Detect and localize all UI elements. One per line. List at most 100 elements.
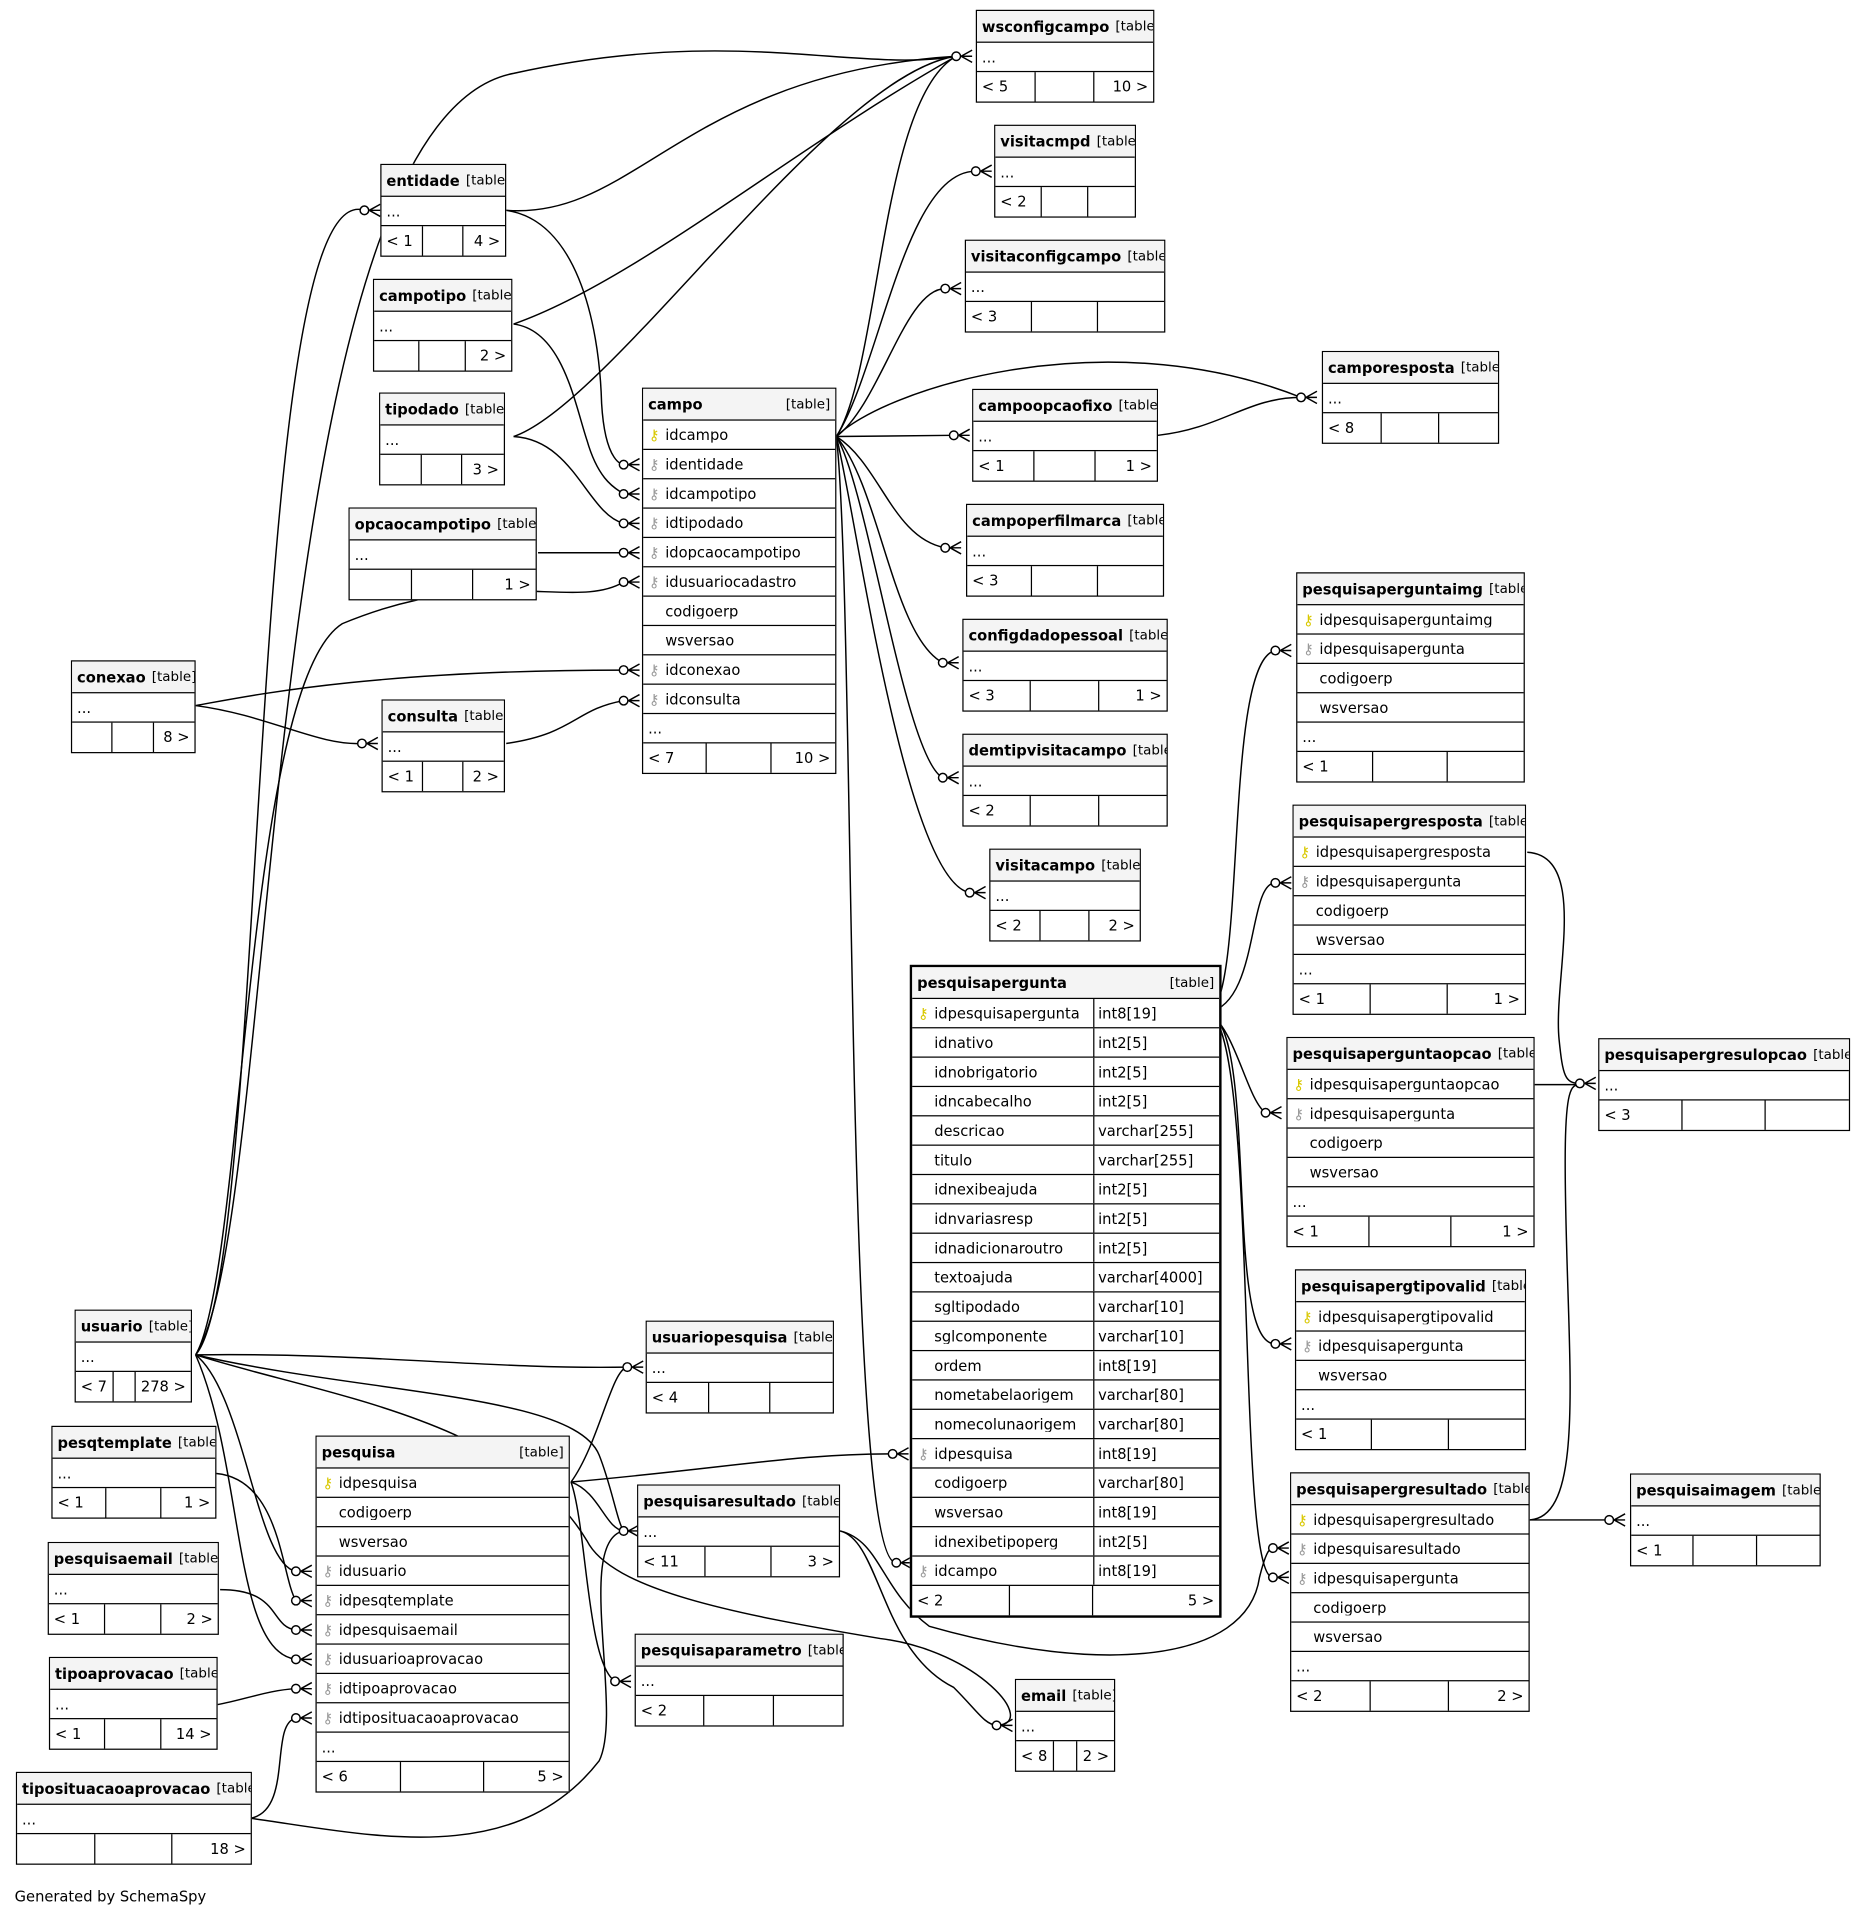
children-count[interactable] bbox=[1766, 1101, 1849, 1130]
table-pesquisaemail[interactable]: pesquisaemail[table]...< 12 > bbox=[47, 1541, 219, 1635]
parents-count[interactable]: < 6 bbox=[317, 1762, 401, 1792]
children-count[interactable]: 1 > bbox=[1135, 687, 1162, 705]
column-row[interactable]: wsversao bbox=[1297, 693, 1524, 723]
parents-count[interactable]: < 2 bbox=[964, 796, 1032, 826]
table-pesquisapergunta[interactable]: pesquisapergunta[table]⚷idpesquisapergun… bbox=[909, 964, 1222, 1618]
table-header[interactable]: usuario[table] bbox=[75, 1310, 191, 1343]
table-header[interactable]: email[table] bbox=[1016, 1680, 1114, 1712]
parents-count[interactable] bbox=[380, 454, 422, 485]
table-name[interactable]: campo bbox=[648, 395, 703, 413]
parents-count[interactable]: < 1 bbox=[53, 1488, 107, 1518]
column-row[interactable]: wsversao bbox=[643, 626, 836, 656]
parents-count[interactable]: < 8 bbox=[1323, 413, 1382, 443]
table-header[interactable]: pesquisaresultado[table] bbox=[638, 1485, 839, 1518]
table-header[interactable]: campotipo[table] bbox=[374, 280, 512, 312]
children-count[interactable]: 8 > bbox=[163, 728, 190, 746]
table-header[interactable]: usuariopesquisa[table] bbox=[646, 1321, 833, 1354]
table-usuariopesquisa[interactable]: usuariopesquisa[table]...< 4 bbox=[645, 1320, 834, 1414]
table-name[interactable]: camporesposta bbox=[1327, 358, 1455, 377]
table-pesquisaperguntaimg[interactable]: pesquisaperguntaimg[table] ⚷idpesquisaper… bbox=[1296, 572, 1525, 783]
parents-count[interactable]: < 8 bbox=[1016, 1741, 1054, 1771]
table-name[interactable]: visitacmpd bbox=[1000, 132, 1091, 150]
parents-count[interactable]: < 3 bbox=[1599, 1100, 1683, 1130]
table-header[interactable]: pesquisapergresposta[table] bbox=[1293, 805, 1525, 838]
column-row[interactable]: wsversao bbox=[1293, 926, 1525, 956]
table-name[interactable]: pesqtemplate bbox=[57, 1433, 172, 1451]
children-count[interactable]: 10 > bbox=[794, 749, 831, 767]
parents-count[interactable] bbox=[72, 722, 113, 753]
column-row[interactable]: codigoerp bbox=[1293, 896, 1525, 926]
table-campotipo[interactable]: campotipo[table]...2 > bbox=[372, 278, 513, 372]
table-header[interactable]: pesquisaperguntaopcao[table] bbox=[1287, 1038, 1534, 1070]
column-row[interactable]: ⚷idusuario bbox=[316, 1557, 569, 1586]
children-count[interactable]: 4 > bbox=[473, 232, 501, 250]
table-name[interactable]: visitacampo bbox=[995, 856, 1096, 874]
column-row[interactable]: ⚷idcampo bbox=[643, 421, 836, 450]
table-header[interactable]: camporesposta[table] bbox=[1323, 352, 1498, 384]
table-pesquisapergtipovalid[interactable]: pesquisapergtipovalid[table]⚷idpesquisap… bbox=[1294, 1269, 1527, 1451]
table-pesquisaperguntaopcao[interactable]: pesquisaperguntaopcao[table]⚷idpesquisap… bbox=[1286, 1036, 1535, 1248]
table-header[interactable]: entidade[table] bbox=[381, 165, 506, 197]
table-name[interactable]: configdadopessoal bbox=[968, 626, 1123, 644]
column-row[interactable]: ⚷idpesquisaperguntaopcao bbox=[1287, 1070, 1534, 1100]
table-header[interactable]: pesquisaimagem[table] bbox=[1631, 1474, 1820, 1507]
table-name[interactable]: pesquisapergtipovalid bbox=[1301, 1277, 1486, 1295]
column-row[interactable]: ⚷idpesquisa bbox=[316, 1469, 569, 1498]
column-row[interactable]: ⚷idpesquisapergunta bbox=[1297, 635, 1524, 664]
children-count[interactable]: 1 > bbox=[183, 1494, 211, 1512]
children-count[interactable] bbox=[774, 1696, 843, 1725]
table-name[interactable]: tipodado bbox=[385, 400, 459, 418]
table-header[interactable]: demtipvisitacampo[table] bbox=[963, 734, 1167, 767]
parents-count[interactable]: < 1 bbox=[973, 451, 1035, 481]
table-header[interactable]: campo[table] bbox=[643, 388, 836, 421]
children-count[interactable]: 2 > bbox=[472, 767, 499, 786]
table-name[interactable]: email bbox=[1021, 1686, 1067, 1704]
parents-count[interactable]: < 1 bbox=[1297, 752, 1373, 782]
table-name[interactable]: pesquisaemail bbox=[53, 1549, 173, 1568]
column-row[interactable]: codigoerp bbox=[1297, 664, 1524, 694]
table-name[interactable]: demtipvisitacampo bbox=[968, 741, 1127, 759]
parents-count[interactable]: < 11 bbox=[638, 1546, 706, 1577]
table-name[interactable]: wsconfigcampo bbox=[981, 17, 1110, 35]
parents-count[interactable]: < 1 bbox=[50, 1719, 106, 1749]
column-row[interactable]: ⚷idpesquisapergtipovalid bbox=[1296, 1302, 1525, 1332]
parents-count[interactable]: < 1 bbox=[1631, 1535, 1694, 1566]
parents-count[interactable] bbox=[374, 341, 420, 371]
column-row[interactable]: ⚷idconsulta bbox=[643, 685, 836, 715]
column-row[interactable]: wsversao bbox=[1287, 1158, 1534, 1188]
table-pesquisaresultado[interactable]: pesquisaresultado[table]...< 113 > bbox=[637, 1484, 841, 1578]
table-header[interactable]: configdadopessoal[table] bbox=[963, 619, 1167, 652]
table-pesquisapergresposta[interactable]: pesquisapergresposta[table]⚷idpesquisape… bbox=[1292, 804, 1527, 1015]
table-header[interactable]: conexao[table] bbox=[72, 661, 195, 694]
children-count[interactable] bbox=[1088, 187, 1134, 216]
children-count[interactable] bbox=[1098, 302, 1164, 331]
column-row[interactable]: codigoerp bbox=[316, 1498, 569, 1528]
table-header[interactable]: pesquisapergresultado[table] bbox=[1291, 1473, 1529, 1506]
parents-count[interactable]: < 2 bbox=[1291, 1681, 1371, 1711]
children-count[interactable] bbox=[1440, 413, 1498, 442]
children-count[interactable]: 2 > bbox=[1082, 1747, 1110, 1765]
table-wsconfigcampo[interactable]: wsconfigcampo[table]...< 510 > bbox=[975, 9, 1155, 103]
table-pesqtemplate[interactable]: pesqtemplate[table]...< 11 > bbox=[51, 1425, 217, 1519]
children-count[interactable] bbox=[1449, 1420, 1525, 1449]
parents-count[interactable]: < 1 bbox=[1296, 1419, 1373, 1450]
table-tipoaprovacao[interactable]: tipoaprovacao[table]...< 114 > bbox=[48, 1656, 218, 1750]
table-header[interactable]: pesquisaperguntaimg[table] bbox=[1297, 573, 1524, 606]
table-header[interactable]: campoperfilmarca[table] bbox=[967, 505, 1163, 537]
table-header[interactable]: pesquisaemail[table] bbox=[48, 1543, 218, 1575]
parents-count[interactable]: < 3 bbox=[967, 566, 1033, 596]
table-header[interactable]: wsconfigcampo[table] bbox=[977, 11, 1154, 43]
table-header[interactable]: pesquisapergunta[table] bbox=[912, 967, 1220, 1000]
table-header[interactable]: pesquisapergtipovalid[table] bbox=[1296, 1270, 1525, 1303]
